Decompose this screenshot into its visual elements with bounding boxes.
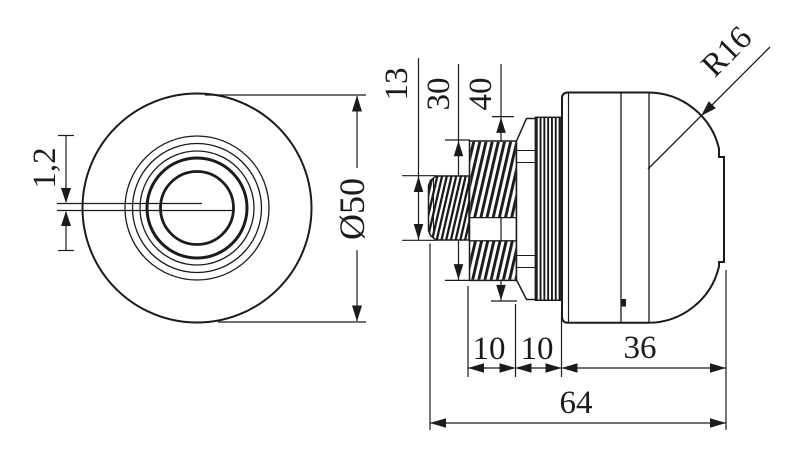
- dim-label-stem-diameter: 13: [379, 68, 415, 101]
- outer-housing-circle: [81, 92, 313, 324]
- bezel-ring-2: [131, 142, 263, 274]
- arrow-down-icon: [61, 188, 71, 203]
- dim-label-body-length: 36: [624, 330, 657, 366]
- dim-outer-diameter: [205, 94, 366, 323]
- stem-thread: [427, 175, 470, 241]
- front-view: [57, 92, 313, 324]
- dim-label-dome-radius: R16: [695, 20, 759, 84]
- dim-slot-width: [58, 134, 74, 252]
- dim-label-thread-diameter: 30: [421, 78, 457, 111]
- arrow-up-icon: [352, 95, 362, 112]
- dim-label-overall-length: 64: [560, 385, 593, 421]
- dim-lengths-group: [429, 243, 727, 430]
- arrow-leader-icon: [701, 101, 716, 116]
- dim-label-outer-diameter: Ø50: [332, 178, 372, 240]
- arrow-down-icon: [352, 305, 362, 322]
- mount-thread-lower: [470, 240, 516, 280]
- bezel-ring-1: [124, 135, 270, 281]
- dim-label-slot-width: 1,2: [27, 147, 63, 188]
- dim-label-knurl-diameter: 40: [463, 78, 499, 111]
- lamp-body: [561, 91, 725, 324]
- body-mark: [620, 299, 626, 307]
- lens-outer-circle: [145, 156, 249, 260]
- dim-label-knurl-length: 10: [521, 331, 554, 367]
- side-view: [427, 91, 725, 324]
- lens-inner-circle: [159, 170, 235, 246]
- bezel-ring-3: [139, 150, 255, 266]
- hex-collar: [515, 117, 537, 301]
- mount-thread-upper: [470, 141, 516, 218]
- knurled-ring: [534, 116, 561, 302]
- dim-label-thread-length: 10: [473, 331, 506, 367]
- arrow-up-icon: [61, 211, 71, 226]
- dim-dome-radius: [647, 46, 771, 170]
